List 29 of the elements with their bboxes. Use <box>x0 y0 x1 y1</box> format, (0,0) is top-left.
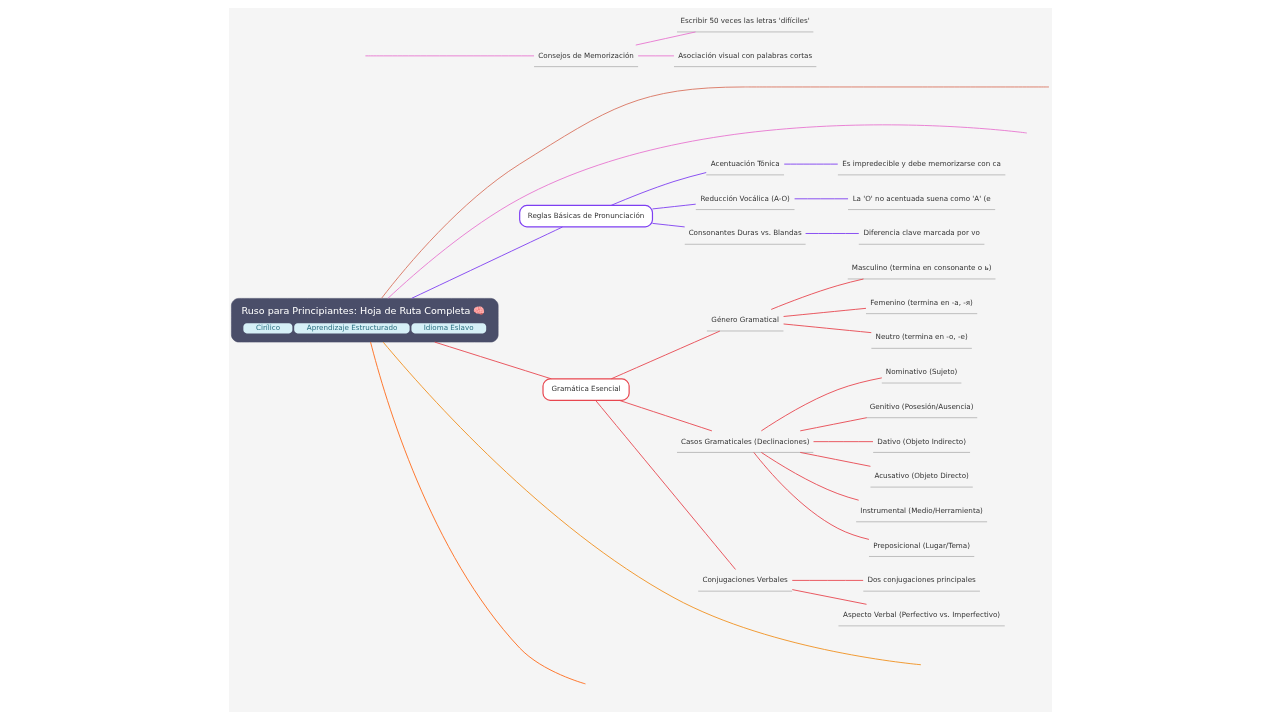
connector <box>791 589 867 605</box>
connector <box>760 377 882 432</box>
connector <box>782 307 866 317</box>
connector <box>651 203 696 210</box>
connector <box>804 233 859 234</box>
connector <box>791 579 864 581</box>
connector <box>793 198 848 200</box>
connector <box>812 441 873 443</box>
connector <box>783 163 838 165</box>
connector <box>799 417 867 432</box>
connector <box>594 399 736 570</box>
connector <box>610 330 720 380</box>
connector <box>610 172 707 206</box>
connector <box>380 86 1049 299</box>
connector <box>799 452 871 467</box>
connector <box>382 341 921 666</box>
connector <box>782 323 872 334</box>
connector <box>752 451 869 540</box>
connector <box>433 341 552 380</box>
connector <box>386 124 1027 299</box>
connector <box>634 31 696 46</box>
connector <box>410 226 563 299</box>
connector <box>760 452 859 501</box>
connector <box>369 341 586 685</box>
connector <box>618 399 712 432</box>
connector <box>770 278 864 310</box>
connector <box>364 55 534 57</box>
connector <box>637 55 674 57</box>
connector <box>651 222 685 228</box>
